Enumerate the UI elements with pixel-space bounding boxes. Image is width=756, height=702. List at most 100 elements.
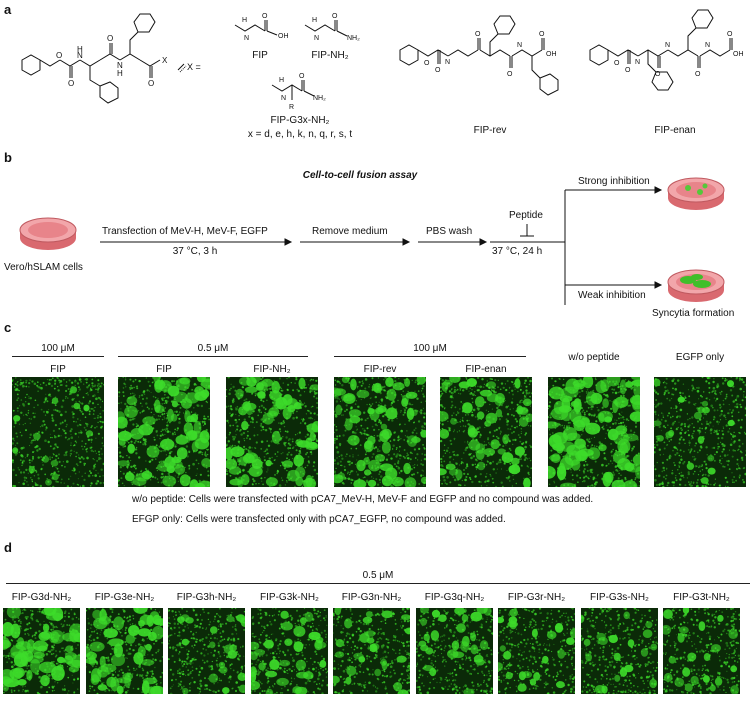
micrograph-c-4 (440, 377, 532, 487)
label-step1-cond: 37 °C, 3 h (172, 246, 218, 257)
micrograph-d-7 (581, 608, 658, 694)
c-header-2: 0.5 μM (118, 343, 308, 357)
c-header-1: 100 μM (12, 343, 104, 357)
micrograph-d-0 (3, 608, 80, 694)
svg-text:R: R (289, 104, 294, 111)
panel-label-a: a (4, 2, 12, 17)
c-label-3: FIP-rev (363, 364, 397, 375)
dish-weak (667, 269, 725, 302)
enan-benzyl-ring (589, 44, 609, 66)
label-step4-cond: 37 °C, 24 h (492, 246, 543, 257)
micrograph-d-8 (663, 608, 740, 694)
label-fip: FIP (252, 50, 268, 61)
svg-text:NH₂: NH₂ (347, 35, 360, 42)
svg-text:OH: OH (278, 33, 289, 40)
assay-title: Cell-to-cell fusion assay (302, 170, 418, 181)
enan-phe-ring-1 (651, 71, 674, 91)
micrograph-c-2 (226, 377, 318, 487)
c-label-1: FIP (156, 364, 172, 375)
label-peptide: Peptide (509, 210, 543, 221)
d-label-8: FIP-G3t-NH₂ (673, 592, 730, 603)
d-label-1: FIP-G3e-NH₂ (94, 592, 155, 603)
structures-svg: O O N H O N H O X X = H N O OH (21, 9, 744, 111)
c-label-5: w/o peptide (568, 352, 620, 363)
micrograph-d-6 (498, 608, 575, 694)
svg-text:O: O (68, 79, 74, 88)
micrograph-d-5 (416, 608, 493, 694)
label-step3: PBS wash (426, 226, 473, 237)
svg-text:X: X (162, 56, 168, 65)
d-label-2: FIP-G3h-NH₂ (176, 592, 237, 603)
svg-text:O: O (727, 31, 733, 38)
svg-text:H: H (312, 17, 317, 24)
c-label-2: FIP-NH₂ (253, 364, 291, 375)
svg-text:H: H (242, 17, 247, 24)
svg-text:X =: X = (187, 62, 201, 72)
note-1: w/o peptide: Cells were transfected with… (132, 494, 594, 505)
svg-text:N: N (517, 42, 522, 49)
label-fip-enan: FIP-enan (654, 125, 696, 136)
svg-text:O: O (625, 67, 631, 74)
micrograph-c-6 (654, 377, 746, 487)
micrograph-d-1 (86, 608, 163, 694)
d-label-5: FIP-G3q-NH₂ (424, 592, 485, 603)
svg-text:O: O (424, 60, 430, 67)
svg-text:O: O (539, 31, 545, 38)
label-x-list: x = d, e, h, k, n, q, r, s, t (247, 129, 353, 140)
d-label-4: FIP-G3n-NH₂ (341, 592, 402, 603)
micrograph-d-3 (251, 608, 328, 694)
svg-text:O: O (614, 60, 620, 67)
svg-text:N: N (445, 59, 450, 66)
svg-text:N: N (77, 51, 83, 60)
micrograph-c-3 (334, 377, 426, 487)
benzyl-ring (21, 54, 41, 76)
svg-text:N: N (665, 42, 670, 49)
assay-workflow-svg (19, 177, 725, 305)
label-fip-nh2: FIP-NH₂ (311, 50, 349, 61)
micrograph-d-2 (168, 608, 245, 694)
dish-start (19, 217, 77, 250)
micrograph-c-0 (12, 377, 104, 487)
phe-ring-1 (99, 81, 119, 104)
d-label-3: FIP-G3k-NH₂ (260, 592, 319, 603)
rev-phe-ring-1 (493, 15, 516, 35)
panel-label-d: d (4, 540, 12, 555)
svg-text:O: O (332, 13, 338, 20)
svg-text:O: O (56, 51, 62, 60)
svg-text:N: N (635, 59, 640, 66)
label-fip-g3x: FIP-G3x-NH₂ (270, 115, 330, 126)
label-syncytia: Syncytia formation (652, 308, 735, 319)
micrograph-d-4 (333, 608, 410, 694)
label-weak: Weak inhibition (578, 290, 646, 301)
svg-text:O: O (655, 71, 661, 78)
svg-text:O: O (107, 34, 113, 43)
d-label-6: FIP-G3r-NH₂ (507, 592, 566, 603)
rev-phe-ring-2 (539, 73, 559, 96)
micrograph-c-5 (548, 377, 640, 487)
c-label-6: EGFP only (675, 352, 725, 363)
c-header-3: 100 μM (334, 343, 526, 357)
d-label-7: FIP-G3s-NH₂ (590, 592, 649, 603)
svg-text:O: O (148, 79, 154, 88)
svg-text:N: N (314, 35, 319, 42)
label-step2: Remove medium (312, 226, 388, 237)
note-2: EFGP only: Cells were transfected only w… (132, 514, 506, 525)
svg-text:O: O (299, 73, 305, 80)
svg-text:N: N (705, 42, 710, 49)
rev-benzyl-ring (399, 44, 419, 66)
panel-label-c: c (4, 320, 12, 335)
svg-text:OH: OH (733, 51, 744, 58)
svg-text:OH: OH (546, 51, 557, 58)
c-label-0: FIP (50, 364, 66, 375)
svg-text:O: O (262, 13, 268, 20)
svg-text:N: N (117, 61, 123, 70)
svg-text:NH₂: NH₂ (313, 95, 326, 102)
phe-ring-2 (133, 13, 156, 33)
panel-label-b: b (4, 150, 12, 165)
svg-text:O: O (475, 31, 481, 38)
svg-text:N: N (244, 35, 249, 42)
svg-text:O: O (435, 67, 441, 74)
label-cells: Vero/hSLAM cells (4, 262, 83, 273)
d-label-0: FIP-G3d-NH₂ (11, 592, 72, 603)
